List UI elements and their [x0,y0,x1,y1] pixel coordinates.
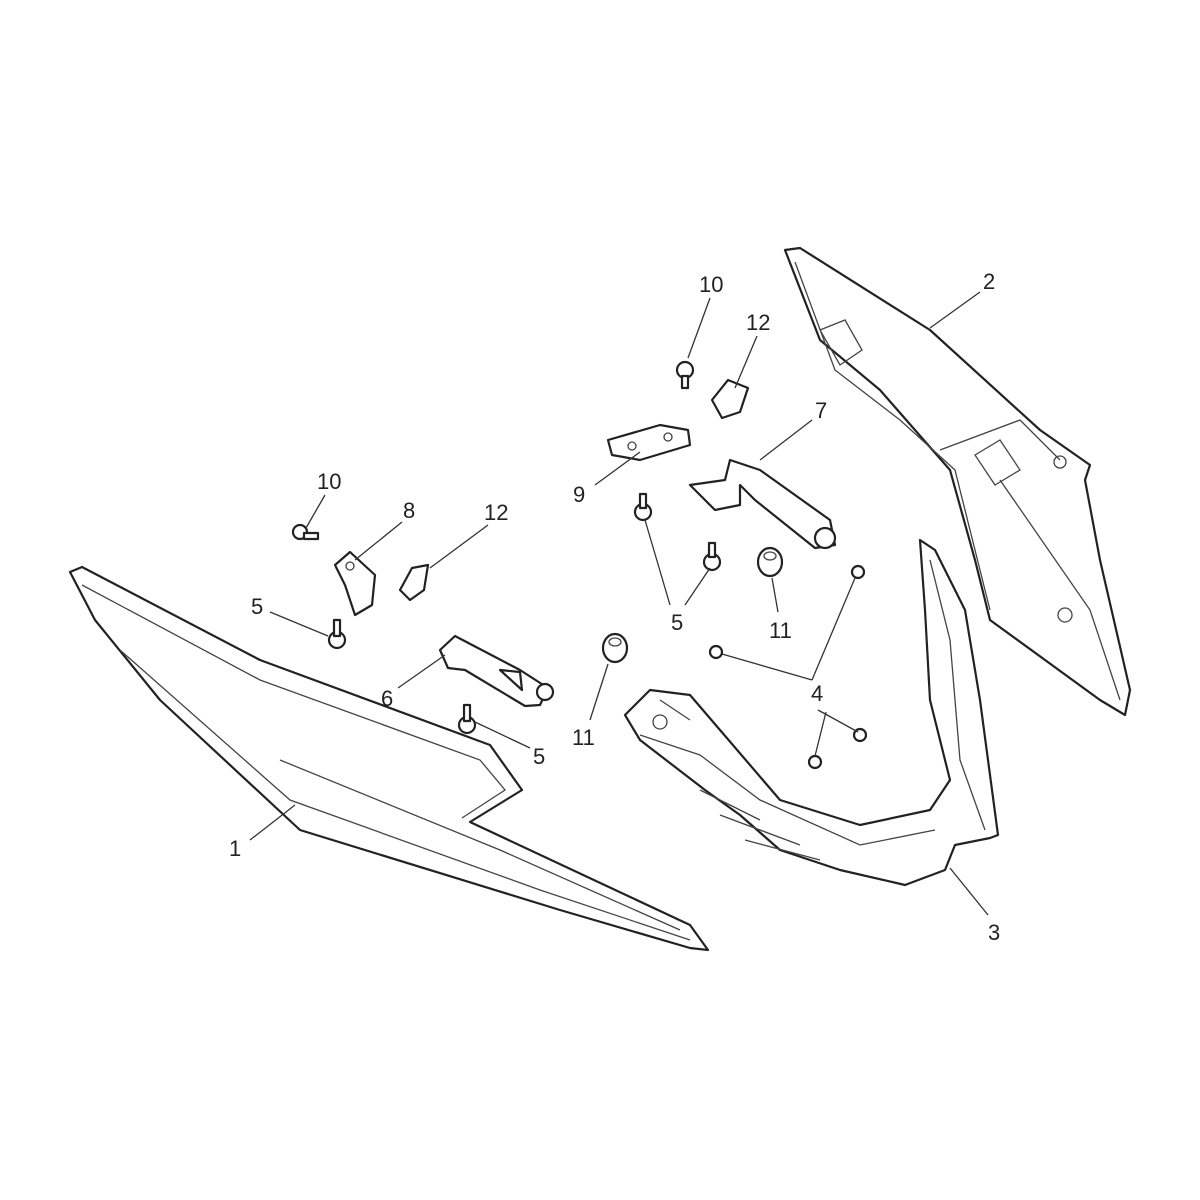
callout-10: 10 [317,469,341,494]
callout-11: 11 [769,618,792,643]
part-10-screw-lower [291,523,320,541]
part-12-clip-lower [398,563,430,602]
callout-10: 10 [699,272,723,297]
callout-7: 7 [815,398,827,423]
callout-2: 2 [983,269,995,294]
callout-12: 12 [484,500,508,525]
part-5-screw-b [702,541,722,572]
callout-5: 5 [533,744,545,769]
part-1-left-panel [68,565,710,952]
callout-12: 12 [746,310,770,335]
part-4-screw-a [850,564,866,580]
part-12-clip-upper [710,378,750,420]
part-5-screw-a [633,492,653,522]
part-9-plate [606,423,692,462]
callout-5: 5 [671,610,683,635]
callouts: 1 2 3 4 5 5 5 6 7 8 9 10 10 11 11 12 12 [229,269,1000,945]
part-11-grommet-a [756,546,784,578]
part-5-screw-c [327,618,347,650]
part-6-bracket [438,634,555,708]
part-10-screw-upper [675,360,695,390]
callout-4: 4 [811,681,823,706]
callout-3: 3 [988,920,1000,945]
callout-5: 5 [251,594,263,619]
part-8-bracket [333,550,377,617]
small-parts [291,360,868,770]
leader-lines [249,291,989,916]
part-3-rear-cowl [623,538,1000,887]
callout-1: 1 [229,836,241,861]
part-11-grommet-b [601,632,629,664]
callout-11: 11 [572,725,595,750]
part-2-right-panel [783,246,1132,717]
part-4-screw-d [807,754,823,770]
part-7-bracket [688,458,837,550]
part-4-screw-b [708,644,724,660]
callout-9: 9 [573,482,585,507]
callout-6: 6 [381,686,393,711]
part-5-screw-d [457,703,477,735]
callout-8: 8 [403,498,415,523]
